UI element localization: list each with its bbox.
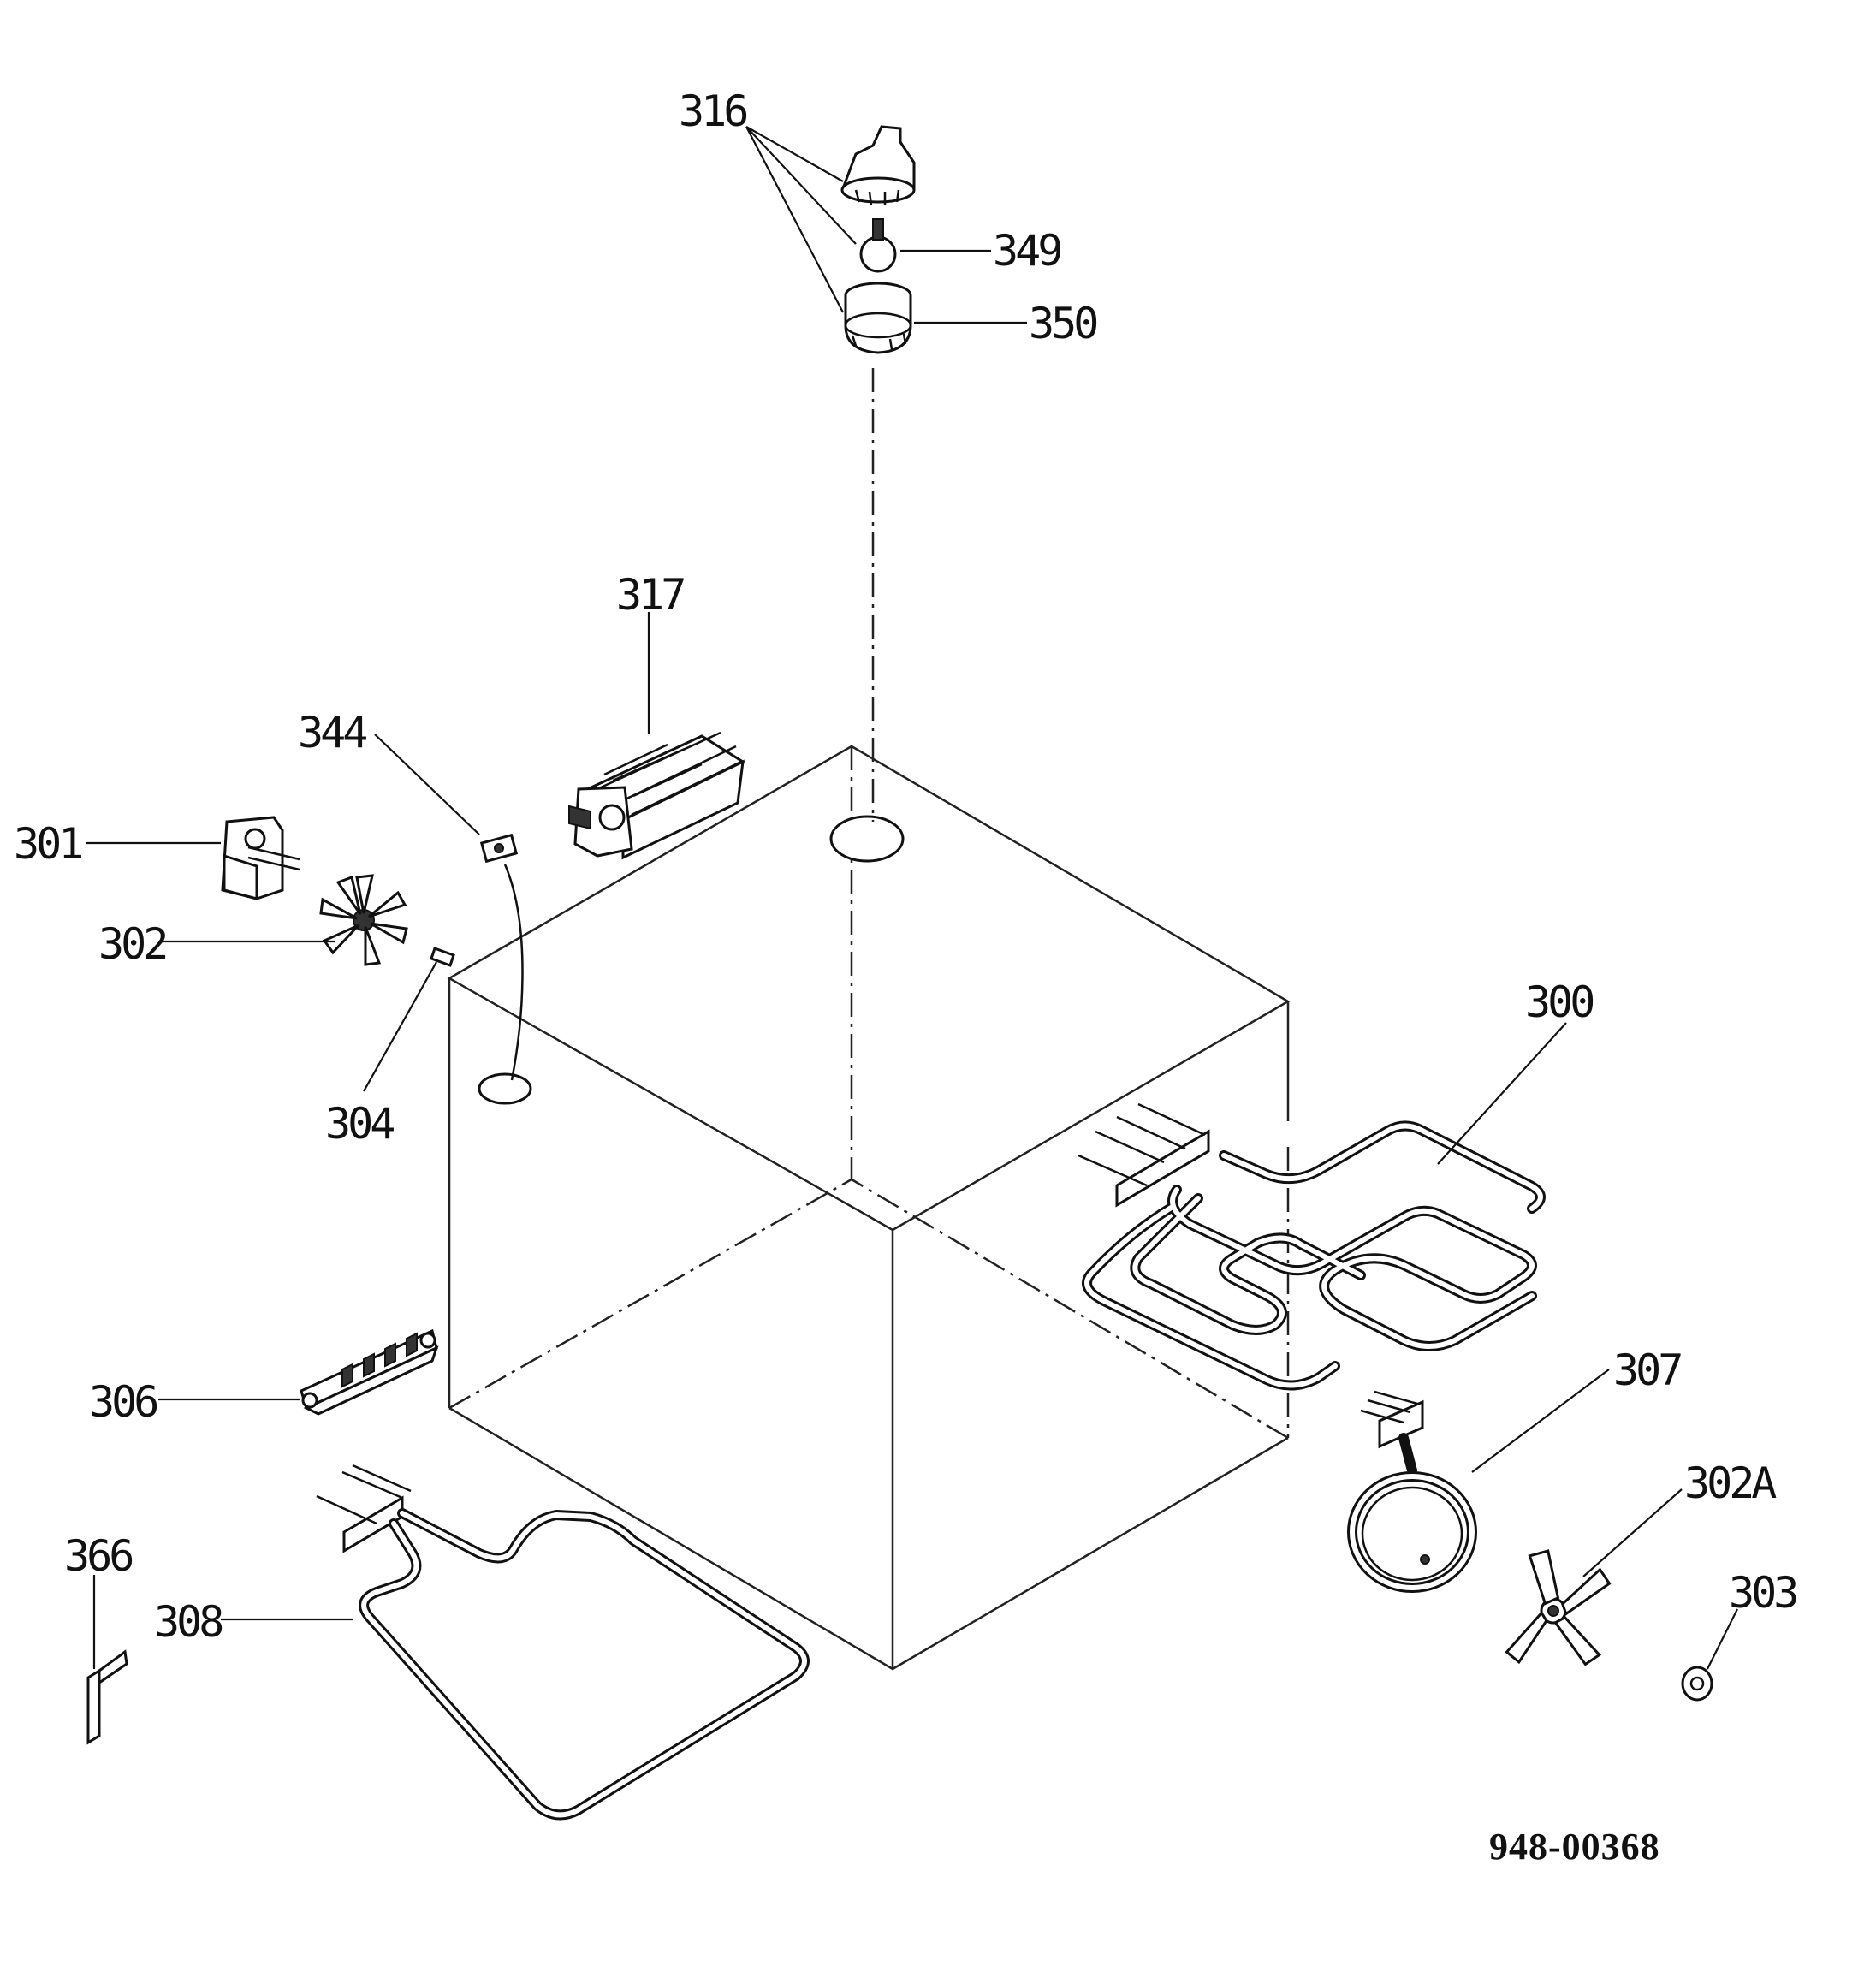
- label-349: 349: [993, 226, 1060, 276]
- label-302A: 302A: [1684, 1458, 1777, 1508]
- thermostat-opening: [478, 1072, 532, 1105]
- label-304: 304: [325, 1099, 394, 1149]
- oven-cavity-box: [447, 745, 1291, 1671]
- label-302: 302: [98, 919, 165, 969]
- lamp-bulb-part: [859, 218, 897, 273]
- part-labels: 316 349 350 317 344 301 302 304 300 306 …: [14, 86, 1800, 1647]
- lamp-holder-part: [844, 282, 912, 354]
- grill-element-300-part: [1078, 1102, 1546, 1391]
- nut-303-part: [1681, 1666, 1713, 1702]
- circular-element-307-part: [1347, 1390, 1477, 1593]
- drawing-code: 948-00368: [1489, 1826, 1660, 1868]
- label-316: 316: [679, 86, 746, 136]
- label-350: 350: [1029, 299, 1096, 348]
- label-301: 301: [14, 819, 81, 869]
- label-306: 306: [89, 1377, 157, 1427]
- fan-blade-302-part: [319, 874, 408, 966]
- bracket-366-part: [86, 1649, 128, 1745]
- label-307: 307: [1613, 1345, 1681, 1395]
- label-366: 366: [64, 1531, 132, 1581]
- lamp-opening: [829, 815, 905, 863]
- label-303: 303: [1729, 1568, 1796, 1618]
- label-308: 308: [154, 1597, 222, 1647]
- lamp-cover-part: [840, 125, 916, 206]
- bottom-element-308-part: [316, 1464, 810, 1821]
- fan-motor-317-part: [568, 731, 746, 860]
- pin-304-part: [430, 947, 455, 967]
- label-344: 344: [298, 708, 366, 757]
- label-300: 300: [1525, 977, 1593, 1027]
- leader-lines: [86, 126, 1738, 1670]
- motor-301-part: [221, 816, 300, 900]
- terminal-block-306-part: [300, 1328, 439, 1416]
- label-317: 317: [616, 570, 684, 620]
- thermostat-344-part: [479, 833, 524, 1081]
- fan-302A-part: [1505, 1549, 1612, 1666]
